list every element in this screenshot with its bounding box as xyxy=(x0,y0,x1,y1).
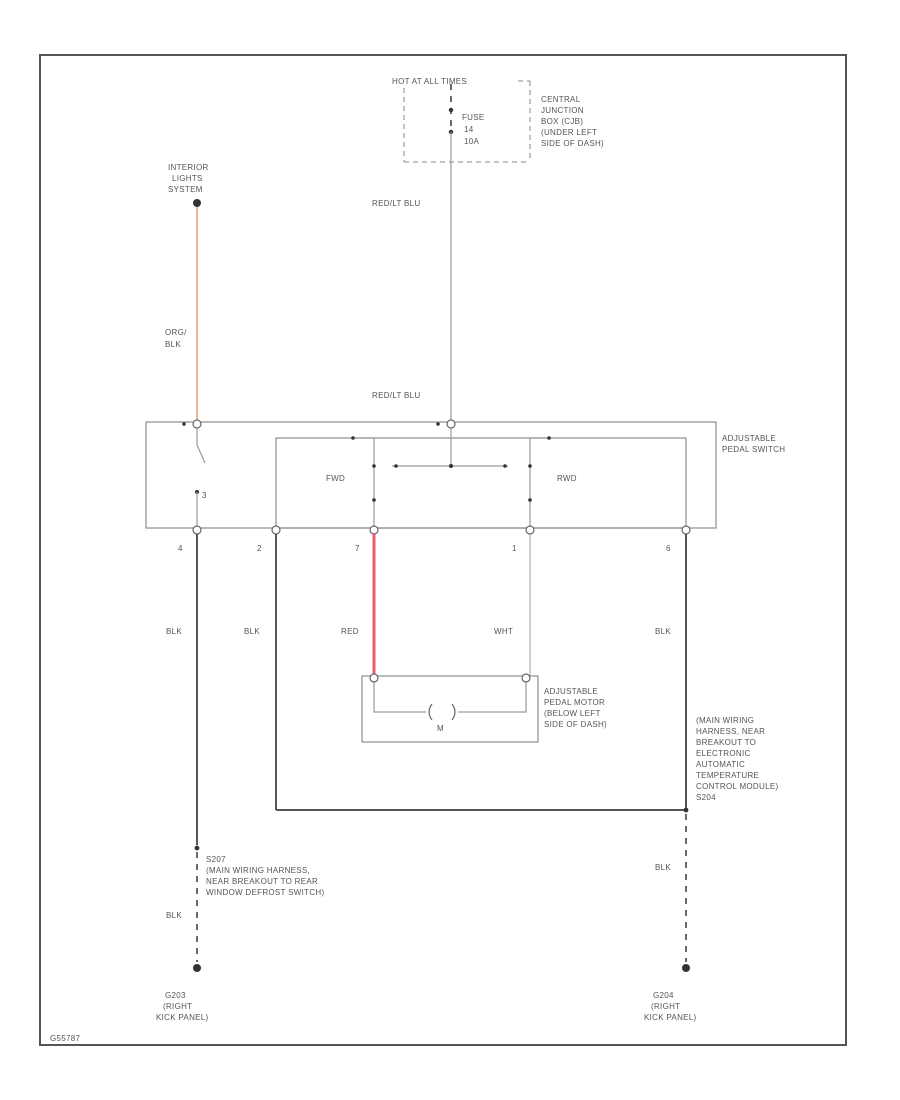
motor-brush-right xyxy=(451,703,456,721)
door-switch-blade xyxy=(196,444,206,464)
fwd-dot-c xyxy=(372,498,376,502)
switch-pin-6-terminal xyxy=(681,525,691,535)
switch-feed-junction xyxy=(449,464,453,468)
wire-color-pin4-blk: BLK xyxy=(166,627,182,636)
wire-color-ground-left-blk: BLK xyxy=(166,911,182,920)
motor-m-label: M xyxy=(437,724,444,733)
wire-color-pin6-blk: BLK xyxy=(655,627,671,636)
adjustable-pedal-switch-label: ADJUSTABLE PEDAL SWITCH xyxy=(722,434,785,454)
switch-terminal-feed xyxy=(446,419,456,429)
rwd-dot-c xyxy=(528,498,532,502)
wire-color-pin7-red: RED xyxy=(341,627,359,636)
interior-lights-connector xyxy=(193,199,201,207)
wire-color-org: ORG/ xyxy=(165,328,187,337)
switch-pin-4-terminal xyxy=(192,525,202,535)
switch-pin-3: 3 xyxy=(202,491,207,500)
fuse-top-node xyxy=(448,107,454,113)
wire-color-red-ltblu-top: RED/LT BLU xyxy=(372,199,421,208)
ground-g204-label: G204 (RIGHT KICK PANEL) xyxy=(644,991,697,1022)
switch-small-dot-feed xyxy=(436,422,440,426)
bus-end-left xyxy=(394,464,398,468)
motor-brush-left xyxy=(428,703,433,721)
adjustable-pedal-motor-label: ADJUSTABLE PEDAL MOTOR (BELOW LEFT SIDE … xyxy=(544,687,608,729)
motor-terminal-right xyxy=(521,673,531,683)
switch-pin-1-label: 1 xyxy=(512,544,517,553)
rwd-dot-a xyxy=(547,436,551,440)
switch-pin-6-label: 6 xyxy=(666,544,671,553)
motor-lead-right xyxy=(458,682,527,713)
motor-lead-left xyxy=(373,682,426,713)
switch-pin-7-label: 7 xyxy=(355,544,360,553)
splice-s207-label: S207 (MAIN WIRING HARNESS, NEAR BREAKOUT… xyxy=(206,855,324,897)
wire-color-red-ltblu-mid: RED/LT BLU xyxy=(372,391,421,400)
rwd-dot-b xyxy=(528,464,532,468)
interior-lights-label: INTERIOR LIGHTS SYSTEM xyxy=(168,163,211,194)
ground-g204-symbol xyxy=(682,964,690,972)
motor-terminal-left xyxy=(369,673,379,683)
diagram-code: G55787 xyxy=(50,1034,81,1043)
adjustable-pedal-motor-box xyxy=(361,675,539,743)
fuse-label: FUSE 14 10A xyxy=(462,113,487,146)
switch-pin-4-label: 4 xyxy=(178,544,183,553)
splice-s204-dot xyxy=(683,807,689,813)
splice-s207-dot xyxy=(194,845,200,851)
ground-g203-symbol xyxy=(193,964,201,972)
switch-small-dot-left xyxy=(182,422,186,426)
switch-inner-box xyxy=(275,437,687,529)
splice-s204-label: (MAIN WIRING HARNESS, NEAR BREAKOUT TO E… xyxy=(696,716,781,802)
hot-at-all-times-label: HOT AT ALL TIMES xyxy=(392,77,467,86)
cjb-label: CENTRAL JUNCTION BOX (CJB) (UNDER LEFT S… xyxy=(541,95,604,148)
diagram-frame xyxy=(39,54,847,1046)
wire-color-blk: BLK xyxy=(165,340,181,349)
ground-g203-label: G203 (RIGHT KICK PANEL) xyxy=(156,991,209,1022)
wire-color-pin2-blk: BLK xyxy=(244,627,260,636)
switch-fwd-label: FWD xyxy=(326,474,345,483)
fwd-dot-b xyxy=(372,464,376,468)
switch-pin-2-label: 2 xyxy=(257,544,262,553)
fwd-dot-a xyxy=(351,436,355,440)
switch-rwd-label: RWD xyxy=(557,474,577,483)
bus-end-right xyxy=(503,464,507,468)
switch-pin-2-terminal xyxy=(271,525,281,535)
wire-color-ground-right-blk: BLK xyxy=(655,863,671,872)
switch-terminal-orgblk xyxy=(192,419,202,429)
switch-pin-7-terminal xyxy=(369,525,379,535)
switch-pin-1-terminal xyxy=(525,525,535,535)
wire-color-pin1-wht: WHT xyxy=(494,627,513,636)
